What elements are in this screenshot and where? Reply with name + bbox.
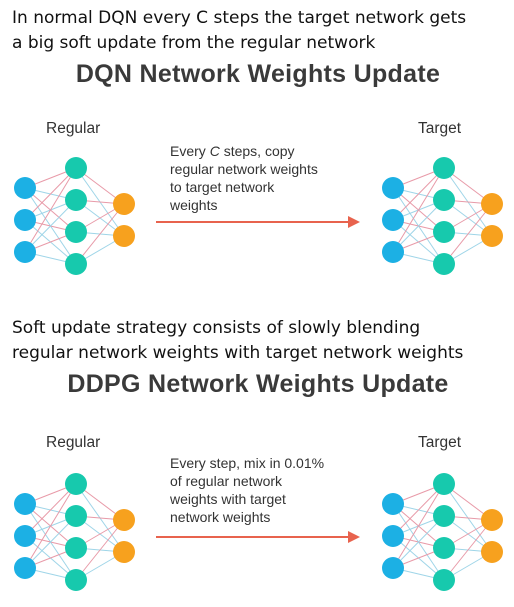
ddpg-target-network-output-node bbox=[481, 541, 503, 563]
ddpg-target-label: Target bbox=[418, 434, 462, 451]
ddpg-target-network-input-node bbox=[382, 557, 404, 579]
dqn-target-network-output-node bbox=[481, 225, 503, 247]
dqn-regular-network-input-node bbox=[14, 177, 36, 199]
dqn-note-line-2: regular network weights bbox=[170, 161, 318, 177]
ddpg-regular-label: Regular bbox=[46, 434, 101, 451]
caption-top-line-2: a big soft update from the regular netwo… bbox=[12, 33, 376, 53]
dqn-regular-network-edge bbox=[75, 203, 125, 265]
ddpg-regular-network bbox=[14, 473, 135, 591]
ddpg-arrow-icon bbox=[156, 531, 360, 543]
ddpg-panel-title: DDPG Network Weights Update bbox=[67, 370, 449, 398]
dqn-regular-network-output-node bbox=[113, 225, 135, 247]
ddpg-regular-network-output-node bbox=[113, 509, 135, 531]
ddpg-target-network-edge bbox=[392, 515, 445, 569]
dqn-regular-network-hidden-node bbox=[65, 253, 87, 275]
dqn-regular-network-hidden-node bbox=[65, 157, 87, 179]
dqn-note-line-4: weights bbox=[170, 197, 218, 213]
dqn-update-note: Every C steps, copy regular network weig… bbox=[170, 142, 318, 214]
caption-top: In normal DQN every C steps the target n… bbox=[12, 6, 507, 56]
ddpg-note-line-1: Every step, mix in 0.01% bbox=[170, 455, 325, 471]
ddpg-target-network-hidden-node bbox=[433, 537, 455, 559]
dqn-regular-network-edge bbox=[24, 167, 77, 221]
ddpg-target-network-edge bbox=[392, 483, 445, 569]
ddpg-target-network bbox=[382, 473, 503, 591]
dqn-note-line-3: to target network bbox=[170, 179, 275, 195]
ddpg-target-network-input-node bbox=[382, 493, 404, 515]
dqn-target-network-input-node bbox=[382, 241, 404, 263]
ddpg-regular-network-edge bbox=[24, 483, 77, 537]
dqn-target-network-input-node bbox=[382, 209, 404, 231]
ddpg-regular-network-input-node bbox=[14, 525, 36, 547]
ddpg-regular-network-hidden-node bbox=[65, 473, 87, 495]
dqn-regular-network-input-node bbox=[14, 241, 36, 263]
ddpg-regular-network-output-node bbox=[113, 541, 135, 563]
ddpg-regular-network-input-node bbox=[14, 493, 36, 515]
dqn-panel: DQN Network Weights Update Regular Targe… bbox=[4, 56, 512, 300]
ddpg-regular-network-input-node bbox=[14, 557, 36, 579]
ddpg-target-network-hidden-node bbox=[433, 505, 455, 527]
ddpg-panel: DDPG Network Weights Update Regular Targ… bbox=[4, 366, 512, 604]
ddpg-note-line-2: of regular network bbox=[170, 473, 283, 489]
ddpg-target-network-edge bbox=[392, 483, 445, 537]
dqn-target-label: Target bbox=[418, 120, 462, 137]
dqn-regular-network-hidden-node bbox=[65, 189, 87, 211]
ddpg-regular-network-hidden-node bbox=[65, 505, 87, 527]
dqn-target-network-edge bbox=[392, 167, 445, 221]
ddpg-regular-network-hidden-node bbox=[65, 537, 87, 559]
ddpg-note-line-4: network weights bbox=[170, 509, 271, 525]
dqn-target-network-hidden-node bbox=[433, 157, 455, 179]
ddpg-regular-network-edge bbox=[24, 515, 77, 569]
dqn-target-network-output-node bbox=[481, 193, 503, 215]
dqn-regular-network-hidden-node bbox=[65, 221, 87, 243]
dqn-regular-label: Regular bbox=[46, 120, 101, 137]
caption-middle-line-2: regular network weights with target netw… bbox=[12, 343, 464, 363]
dqn-target-network bbox=[382, 157, 503, 275]
dqn-arrow-icon bbox=[156, 216, 360, 228]
dqn-regular-network-input-node bbox=[14, 209, 36, 231]
dqn-target-network-input-node bbox=[382, 177, 404, 199]
dqn-note-italic-c: C bbox=[209, 143, 220, 159]
dqn-target-network-hidden-node bbox=[433, 221, 455, 243]
dqn-target-network-edge bbox=[392, 167, 445, 253]
ddpg-regular-network-edge bbox=[75, 519, 125, 581]
ddpg-target-network-hidden-node bbox=[433, 473, 455, 495]
ddpg-update-note: Every step, mix in 0.01% of regular netw… bbox=[170, 454, 324, 526]
ddpg-target-network-hidden-node bbox=[433, 569, 455, 591]
dqn-panel-title: DQN Network Weights Update bbox=[75, 60, 441, 88]
caption-middle-line-1: Soft update strategy consists of slowly … bbox=[12, 318, 421, 338]
dqn-regular-network-output-node bbox=[113, 193, 135, 215]
ddpg-target-network-input-node bbox=[382, 525, 404, 547]
dqn-regular-network bbox=[14, 157, 135, 275]
dqn-note-line-1: Every C steps, copy bbox=[170, 143, 295, 159]
dqn-regular-network-edge bbox=[24, 199, 77, 253]
ddpg-regular-network-hidden-node bbox=[65, 569, 87, 591]
caption-middle: Soft update strategy consists of slowly … bbox=[12, 316, 507, 366]
dqn-target-network-hidden-node bbox=[433, 253, 455, 275]
ddpg-regular-network-edge bbox=[24, 483, 77, 569]
ddpg-target-network-output-node bbox=[481, 509, 503, 531]
dqn-target-network-edge bbox=[392, 199, 445, 253]
ddpg-target-network-edge bbox=[443, 519, 493, 581]
dqn-regular-network-edge bbox=[24, 167, 77, 253]
dqn-target-network-hidden-node bbox=[433, 189, 455, 211]
caption-top-line-1: In normal DQN every C steps the target n… bbox=[12, 8, 467, 28]
dqn-target-network-edge bbox=[443, 203, 493, 265]
ddpg-note-line-3: weights with target bbox=[170, 491, 286, 507]
